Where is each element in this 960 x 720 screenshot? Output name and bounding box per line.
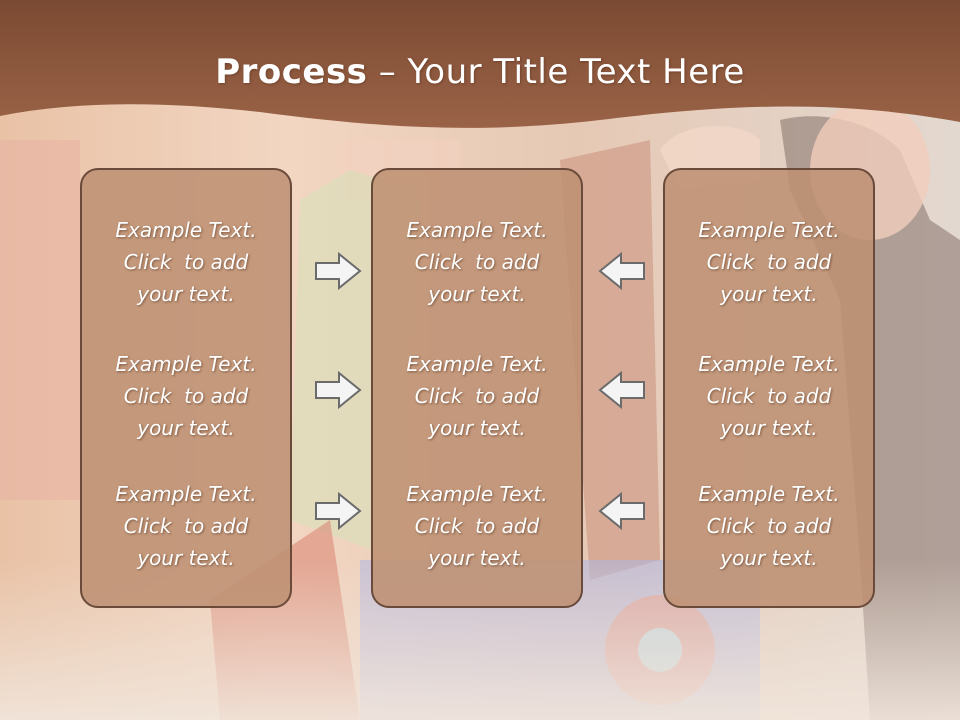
text-line: your text. <box>137 416 235 440</box>
header-band <box>0 0 960 128</box>
text-placeholder[interactable]: Example Text. Click to add your text. <box>665 348 873 444</box>
text-line: Click to add <box>414 250 540 274</box>
arrow-right-icon <box>315 491 362 531</box>
text-line: Click to add <box>706 514 832 538</box>
text-line: Example Text. <box>406 482 548 506</box>
text-line: your text. <box>428 546 526 570</box>
text-line: your text. <box>720 546 818 570</box>
title-rest: – Your Title Text Here <box>367 52 745 92</box>
text-placeholder[interactable]: Example Text. Click to add your text. <box>82 214 290 310</box>
text-line: your text. <box>137 546 235 570</box>
text-line: your text. <box>137 282 235 306</box>
text-line: Click to add <box>123 250 249 274</box>
text-line: your text. <box>428 416 526 440</box>
text-line: your text. <box>720 282 818 306</box>
text-line: Example Text. <box>115 218 257 242</box>
arrow-left-icon <box>598 251 645 291</box>
text-line: Click to add <box>123 384 249 408</box>
slide-title[interactable]: Process – Your Title Text Here <box>0 52 960 92</box>
text-placeholder[interactable]: Example Text. Click to add your text. <box>82 478 290 574</box>
text-placeholder[interactable]: Example Text. Click to add your text. <box>373 478 581 574</box>
text-line: Example Text. <box>115 482 257 506</box>
text-panel-center[interactable]: Example Text. Click to add your text. Ex… <box>371 168 583 608</box>
text-line: Click to add <box>123 514 249 538</box>
text-placeholder[interactable]: Example Text. Click to add your text. <box>665 478 873 574</box>
text-line: Example Text. <box>406 218 548 242</box>
text-line: Example Text. <box>115 352 257 376</box>
arrow-left-icon <box>598 370 645 410</box>
text-line: your text. <box>720 416 818 440</box>
text-placeholder[interactable]: Example Text. Click to add your text. <box>82 348 290 444</box>
text-line: your text. <box>428 282 526 306</box>
text-line: Example Text. <box>406 352 548 376</box>
arrow-right-icon <box>315 370 362 410</box>
text-line: Click to add <box>706 250 832 274</box>
text-panel-left[interactable]: Example Text. Click to add your text. Ex… <box>80 168 292 608</box>
text-line: Example Text. <box>698 482 840 506</box>
text-placeholder[interactable]: Example Text. Click to add your text. <box>373 348 581 444</box>
text-line: Click to add <box>414 384 540 408</box>
text-line: Click to add <box>414 514 540 538</box>
text-panel-right[interactable]: Example Text. Click to add your text. Ex… <box>663 168 875 608</box>
text-placeholder[interactable]: Example Text. Click to add your text. <box>373 214 581 310</box>
arrow-left-icon <box>598 491 645 531</box>
arrow-right-icon <box>315 251 362 291</box>
title-bold: Process <box>215 52 368 92</box>
text-placeholder[interactable]: Example Text. Click to add your text. <box>665 214 873 310</box>
text-line: Example Text. <box>698 218 840 242</box>
text-line: Click to add <box>706 384 832 408</box>
text-line: Example Text. <box>698 352 840 376</box>
